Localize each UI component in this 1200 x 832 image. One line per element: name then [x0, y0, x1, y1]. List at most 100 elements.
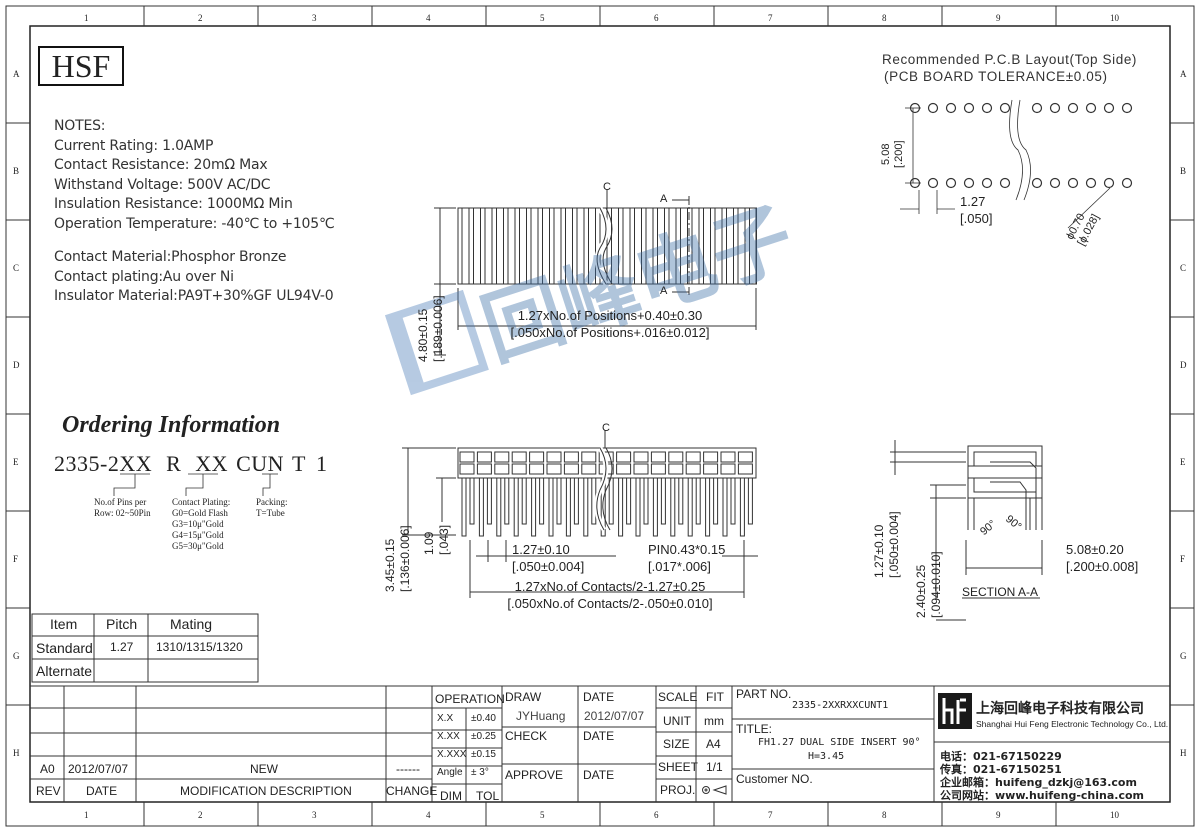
tb-company-en: Shanghai Hui Feng Electronic Technology …	[976, 719, 1169, 729]
ordering-packing-label: Packing:T=Tube	[256, 497, 288, 519]
tb-date-header: DATE	[86, 784, 118, 798]
zone-row-label: F	[13, 553, 19, 564]
tb-tol: TOL	[476, 789, 500, 803]
pcb-hole-pattern	[909, 102, 1133, 189]
tb-rev: A0	[40, 762, 55, 776]
front-stand-dim: 1.09 [.043]	[422, 524, 451, 555]
front-pitch-dim: 1.27±0.10 [.050±0.004]	[512, 542, 585, 574]
zone-col-label: 7	[768, 13, 773, 23]
connector-front-view	[402, 430, 758, 598]
tb-approve: APPROVE	[505, 768, 564, 782]
zone-col-label: 7	[768, 810, 773, 820]
zone-col-label: 5	[540, 810, 545, 820]
section-mark-top: A	[660, 193, 668, 205]
title-block	[30, 685, 1170, 802]
tb-change: ------	[396, 762, 420, 776]
section-label: SECTION A-A	[962, 585, 1039, 599]
tb-size-val: A4	[706, 737, 721, 751]
pcb-layout-title: Recommended P.C.B Layout(Top Side) (PCB …	[882, 51, 1137, 85]
connector-top-view	[434, 190, 757, 356]
tb-phone: 电话：021-67150229	[940, 750, 1062, 763]
zone-row-label: D	[1180, 359, 1187, 370]
zone-row-label: H	[13, 747, 20, 758]
tb-unit-val: mm	[704, 714, 724, 728]
ordering-label-line: G3=10μ"Gold	[172, 519, 224, 529]
mating-cell: Alternate	[36, 663, 93, 679]
zone-row-label: C	[1180, 262, 1187, 273]
front-centerline-label: C	[602, 422, 610, 434]
zone-row-label: B	[1180, 165, 1187, 176]
projection-symbol-icon	[702, 785, 727, 795]
tol-dim: X.XXX	[437, 749, 467, 760]
zone-row-label: G	[1180, 650, 1187, 661]
zone-col-label: 2	[198, 810, 203, 820]
tb-fax: 传真：021-67150251	[940, 763, 1062, 776]
tb-part-no-label: PART NO.	[736, 687, 792, 701]
note-line: Contact Material:Phosphor Bronze	[54, 249, 287, 265]
section-mark-bottom: A	[660, 285, 668, 297]
pcb-title-line2: (PCB BOARD TOLERANCE±0.05)	[884, 69, 1108, 84]
tb-rev-header: REV	[36, 784, 61, 798]
ordering-title: Ordering Information	[62, 412, 281, 438]
tol-dim: X.XX	[437, 731, 460, 742]
ordering-label-line: G0=Gold Flash	[172, 508, 228, 518]
front-pin-dim: PIN0.43*0.15 [.017*.006]	[648, 542, 726, 574]
front-tail-dim: 3.45±0.15 [.136±0.006]	[383, 525, 412, 592]
note-line: Contact Resistance: 20mΩ Max	[54, 157, 268, 173]
zone-col-label: 3	[312, 13, 317, 23]
front-span-dim: 1.27xNo.of Contacts/2-1.27±0.25 [.050xNo…	[507, 579, 713, 611]
zone-col-label: 1	[84, 13, 89, 23]
note-line: Contact plating:Au over Ni	[54, 268, 234, 285]
tb-title-line2: H=3.45	[808, 751, 845, 762]
tb-operation: OPERATION	[435, 692, 505, 706]
zone-row-label: A	[13, 68, 20, 79]
hsf-logo: HSF	[38, 46, 124, 86]
zone-col-label: 6	[654, 810, 659, 820]
zone-col-label: 5	[540, 13, 545, 23]
company-logo-icon	[938, 693, 972, 729]
pcb-title-line1: Recommended P.C.B Layout(Top Side)	[882, 52, 1138, 67]
zone-col-label: 6	[654, 13, 659, 23]
zone-col-label: 10	[1110, 13, 1119, 23]
zone-row-label: F	[1180, 553, 1186, 564]
zone-row-label: E	[13, 456, 19, 467]
zone-col-label: 8	[882, 13, 887, 23]
top-height-dim: 4.80±0.15 [.189±0.006]	[416, 295, 445, 362]
tb-web: 公司网站：www.huifeng-china.com	[940, 789, 1145, 802]
tb-part-no: 2335-2XXRXXCUNT1	[792, 700, 889, 711]
section-h2-dim: 2.40±0.25 [.094±0.010]	[914, 551, 943, 618]
ordering-label-line: G4=15μ"Gold	[172, 530, 224, 540]
tb-change-header: CHANGE	[386, 784, 438, 798]
zone-row-label: A	[1180, 68, 1187, 79]
tb-title-line1: FH1.27 DUAL SIDE INSERT 90°	[758, 737, 921, 748]
tb-date-label-3: DATE	[583, 768, 615, 782]
tol-value: ±0.25	[471, 731, 496, 742]
mating-header: Mating	[170, 616, 213, 632]
mating-cell: 1.27	[110, 640, 134, 654]
mating-cell: Standard	[36, 640, 93, 656]
tb-fit: FIT	[706, 690, 724, 704]
tb-unit: UNIT	[663, 714, 691, 728]
mating-header: Item	[50, 616, 78, 632]
tb-sheet-val: 1/1	[706, 760, 723, 774]
zone-col-label: 4	[426, 13, 431, 23]
top-centerline-label: C	[603, 181, 611, 193]
tb-size: SIZE	[663, 737, 690, 751]
zone-row-label: G	[13, 650, 20, 661]
zone-col-label: 10	[1110, 810, 1119, 820]
zone-row-label: H	[1180, 747, 1187, 758]
zone-col-label: 9	[996, 810, 1001, 820]
zone-col-label: 8	[882, 810, 887, 820]
mating-header: Pitch	[106, 616, 138, 632]
tb-proj: PROJ.	[660, 783, 696, 797]
tb-date-label-2: DATE	[583, 729, 615, 743]
pcb-pitch-dim: 1.27 [.050]	[960, 194, 993, 226]
tol-value: ±0.15	[471, 749, 496, 760]
tb-check: CHECK	[505, 729, 548, 743]
